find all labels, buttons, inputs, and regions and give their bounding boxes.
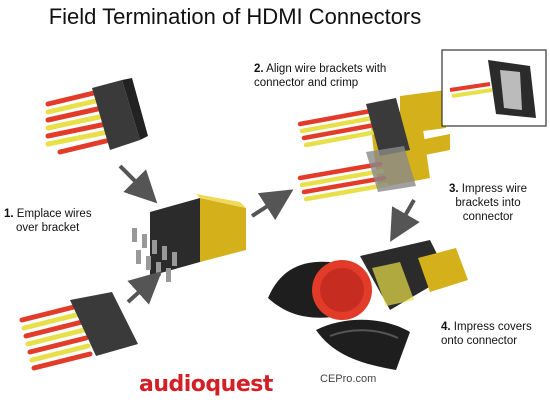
step-4-text-2: onto connector bbox=[441, 335, 518, 347]
step-2-label: 2. Align wire brackets with connector an… bbox=[254, 62, 386, 90]
step-1-label: 1. Emplace wires over bracket bbox=[4, 207, 92, 235]
step-3-number: 3. bbox=[449, 183, 459, 195]
finished-connector bbox=[268, 240, 468, 370]
hdmi-connector-center bbox=[132, 194, 246, 282]
step-3-text-1: Impress wire bbox=[461, 183, 527, 195]
arrow-2 bbox=[126, 271, 162, 305]
cepro-watermark: CEPro.com bbox=[320, 373, 377, 385]
wire-bracket-top-left bbox=[45, 78, 148, 155]
crimp-detail-inset bbox=[441, 49, 547, 127]
arrow-1 bbox=[118, 164, 158, 204]
step-3-text-3: connector bbox=[462, 211, 514, 223]
step-1-text-1: Emplace wires bbox=[16, 208, 92, 220]
audioquest-logo: audioquest bbox=[139, 372, 273, 397]
step-3-label: 3. Impress wire brackets into connector bbox=[449, 182, 527, 224]
step-2-text-2: connector and crimp bbox=[254, 77, 359, 89]
crimp-assembly bbox=[297, 90, 450, 202]
wire-bracket-bottom-left bbox=[19, 292, 138, 371]
page-title: Field Termination of HDMI Connectors bbox=[48, 4, 422, 29]
step-1-text-2: over bracket bbox=[16, 222, 80, 234]
step-3-text-2: brackets into bbox=[455, 197, 521, 209]
arrow-3 bbox=[250, 189, 294, 221]
step-4-label: 4. Impress covers onto connector bbox=[441, 320, 532, 348]
step-2-number: 2. bbox=[254, 63, 264, 75]
step-2-text-1: Align wire brackets with bbox=[266, 63, 387, 75]
step-4-text-1: Impress covers bbox=[453, 321, 532, 333]
arrow-4 bbox=[390, 199, 420, 242]
flow-arrows bbox=[118, 164, 420, 305]
step-4-number: 4. bbox=[441, 321, 451, 333]
step-1-number: 1. bbox=[4, 208, 14, 220]
